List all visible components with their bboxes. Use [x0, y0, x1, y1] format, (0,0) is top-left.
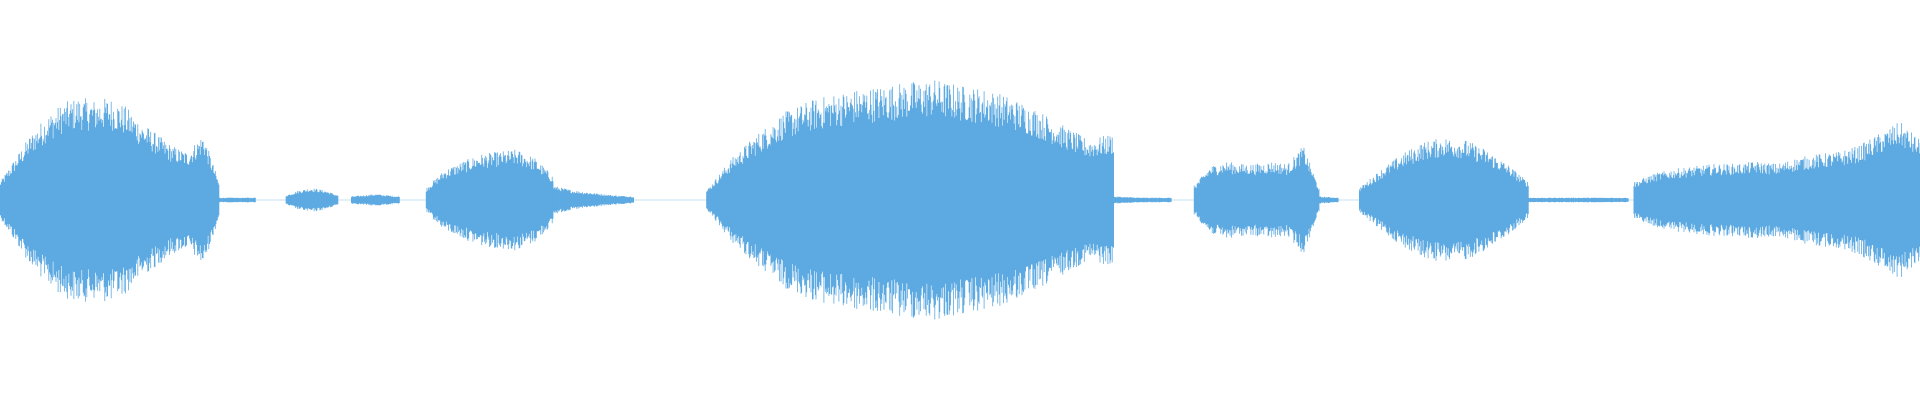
waveform-segment-13 [1633, 123, 1920, 277]
waveform-samples [1113, 196, 1172, 204]
waveform-samples [706, 80, 1114, 320]
waveform-samples [1318, 196, 1339, 204]
waveform-segment-2 [218, 197, 256, 203]
waveform-segment-7 [706, 80, 1114, 320]
waveform-samples [1527, 197, 1629, 203]
waveform-segment-8 [1113, 196, 1172, 204]
waveform-samples [0, 98, 220, 302]
waveform-segment-4 [351, 194, 400, 206]
waveform-samples [1359, 139, 1529, 261]
waveform-samples [351, 194, 400, 206]
waveform-samples [218, 197, 256, 203]
waveform-segment-12 [1527, 197, 1629, 203]
waveform-segment-11 [1359, 139, 1529, 261]
waveform-samples [285, 188, 339, 212]
waveform-samples [552, 186, 634, 214]
waveform-segment-5 [425, 149, 554, 251]
waveform-segment-1 [0, 98, 220, 302]
waveform-segment-10 [1318, 196, 1339, 204]
waveform-segment-6 [552, 186, 634, 214]
waveform-segments [0, 80, 1920, 320]
waveform-samples [1633, 123, 1920, 277]
waveform-segment-3 [285, 188, 339, 212]
waveform-samples [425, 149, 554, 251]
waveform-samples [1193, 147, 1320, 253]
waveform-segment-9 [1193, 147, 1320, 253]
